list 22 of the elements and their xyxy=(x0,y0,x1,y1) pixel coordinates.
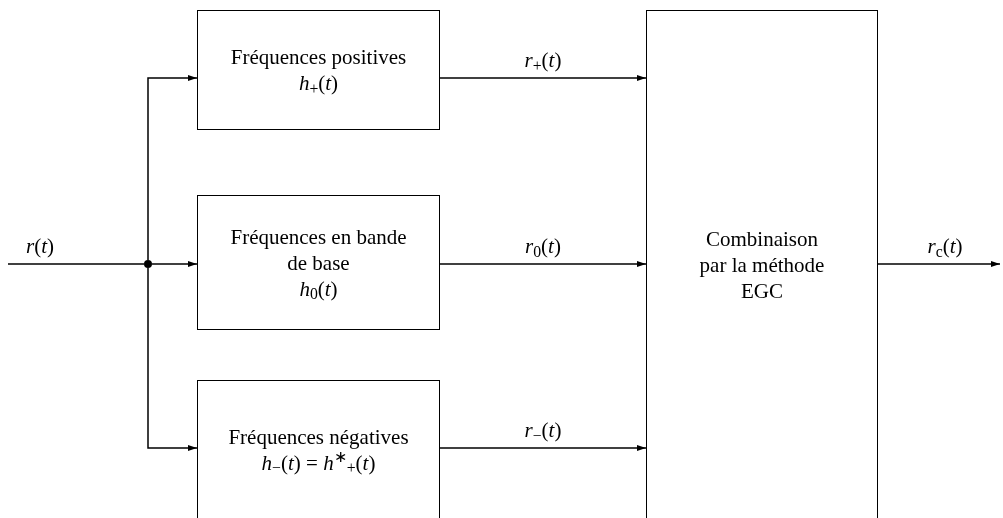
arrow xyxy=(147,75,198,261)
edge-label: r$_{c}$(t) xyxy=(927,236,963,257)
process-box xyxy=(197,380,440,518)
arrow xyxy=(151,261,198,267)
arrow xyxy=(147,267,198,451)
edge-label: r$_{+}$(t) xyxy=(524,50,562,71)
edge-label: r(t) xyxy=(26,236,54,257)
box-text: h$_{+}$(t) xyxy=(298,70,339,96)
arrow xyxy=(439,261,647,267)
arrow xyxy=(877,261,1001,267)
process-box xyxy=(197,195,440,330)
box-text: Combinaison par la méthode EGC xyxy=(698,225,826,304)
box-text: Fréquences positives xyxy=(230,44,407,70)
edge-label: r$_{0}$(t) xyxy=(525,236,561,257)
process-box xyxy=(646,10,878,518)
edge-label: r$_{−}$(t) xyxy=(524,420,562,441)
arrow xyxy=(439,445,647,451)
process-box xyxy=(197,10,440,130)
box-text: Fréquences négatives xyxy=(228,423,409,450)
box-text: h$_{0}$(t) xyxy=(299,275,338,302)
arrow xyxy=(439,75,647,81)
box-text: h$_{−}$(t) = h$^{∗}$$_{+}$(t) xyxy=(261,449,376,476)
